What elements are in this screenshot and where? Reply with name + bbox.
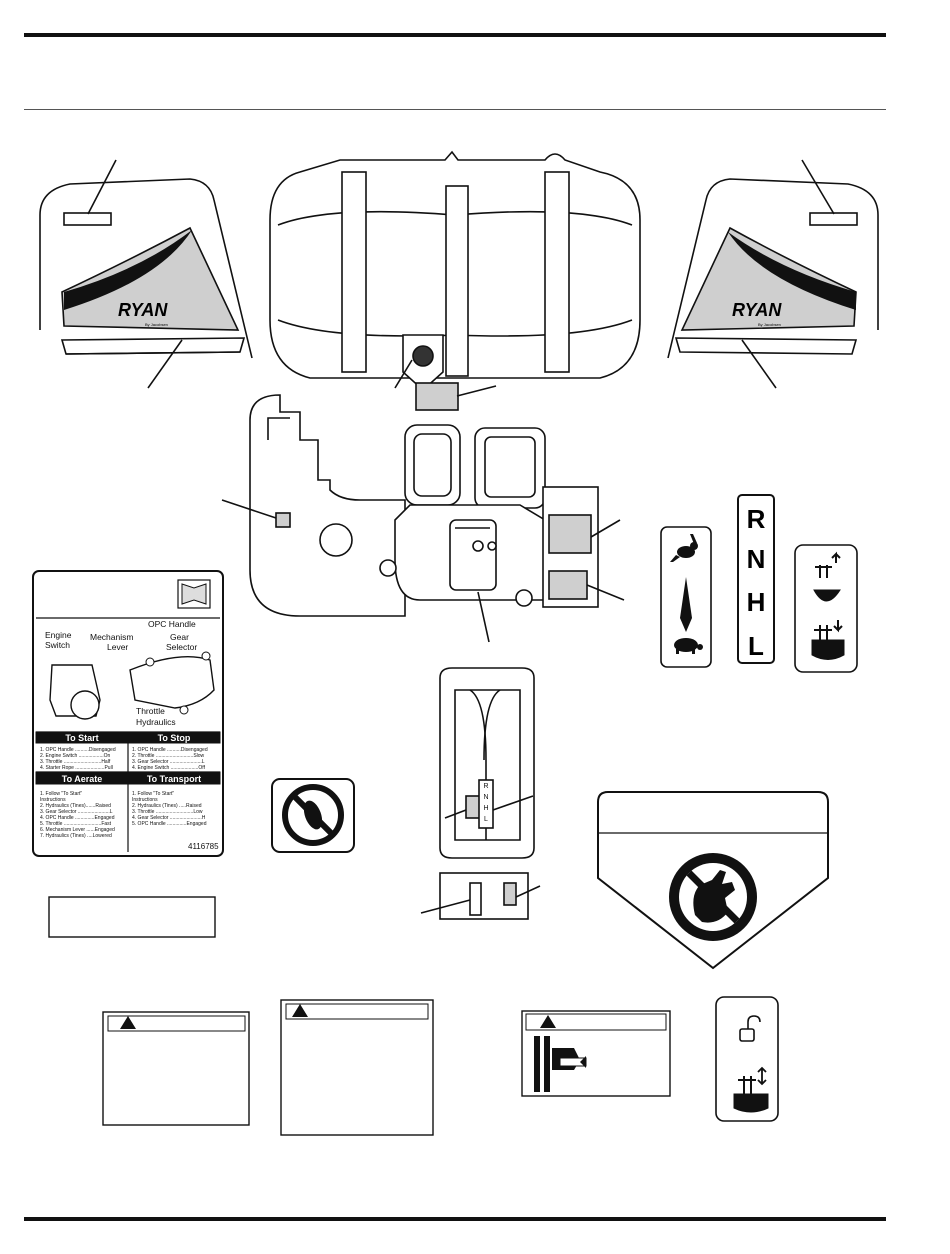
to-start-row: 1. OPC Handle ..........Disengaged bbox=[40, 747, 116, 753]
shifter-letter-n: N bbox=[483, 794, 488, 801]
right-shroud-label-slot bbox=[809, 212, 858, 226]
engine-decal-slot-2 bbox=[548, 570, 588, 600]
shifter-letter-h: H bbox=[483, 805, 488, 812]
fuel-tank bbox=[269, 150, 641, 411]
warning-triangle-icon bbox=[540, 1015, 556, 1028]
bottom-rule bbox=[24, 1217, 886, 1221]
to-stop-row: 2. Throttle ...........................S… bbox=[132, 753, 205, 759]
no-hand-decal bbox=[597, 791, 829, 970]
to-transport-row: 2. Hydraulics (Tines) .....Raised bbox=[132, 803, 202, 809]
leader-line bbox=[801, 159, 835, 215]
to-stop-row: 4. Engine Switch ....................Off bbox=[132, 765, 206, 771]
warning-decal-3 bbox=[521, 1010, 671, 1097]
callout-mechanism-1: Mechanism bbox=[90, 632, 133, 642]
instruction-callouts: OPC Handle Engine Switch Mechanism Lever… bbox=[45, 619, 197, 727]
to-transport-row: 3. Throttle ...........................L… bbox=[132, 809, 203, 815]
to-aerate-row: 2. Hydraulics (Tines).......Raised bbox=[40, 803, 111, 809]
lock-lift-decal bbox=[715, 996, 779, 1122]
right-shroud-logo-sub: By Jacobsen bbox=[758, 322, 781, 327]
leader-line bbox=[741, 339, 777, 389]
tines-decal bbox=[794, 544, 858, 673]
shifter-letter-l: L bbox=[484, 816, 488, 823]
gear-letter-l: L bbox=[748, 631, 764, 661]
fuel-tank-decal-slot bbox=[415, 382, 459, 411]
right-shroud-logo: RYAN bbox=[732, 300, 782, 320]
to-transport-row: Instructions bbox=[132, 797, 158, 803]
turtle-icon bbox=[674, 638, 703, 654]
instruction-decal bbox=[32, 570, 224, 857]
to-transport-row: 4. Gear Selector .......................… bbox=[132, 815, 206, 821]
callout-engine-1: Engine bbox=[45, 630, 72, 640]
to-start-row: 4. Starter Rope .....................Pul… bbox=[40, 765, 113, 771]
rabbit-icon bbox=[670, 534, 698, 562]
to-transport-title: To Transport bbox=[147, 774, 201, 784]
frame-decal-slot bbox=[275, 512, 291, 528]
to-stop-title: To Stop bbox=[158, 733, 191, 743]
header-rule bbox=[24, 109, 886, 110]
to-aerate-row: 1. Follow "To Start" bbox=[40, 791, 82, 797]
to-transport-row: 1. Follow "To Start" bbox=[132, 791, 174, 797]
to-start-row: 2. Engine Switch ..................On bbox=[40, 753, 111, 759]
no-hand-icon bbox=[669, 853, 757, 941]
tines-raise-icon bbox=[813, 551, 841, 602]
tines-lower-icon bbox=[811, 620, 845, 660]
warning-triangle-icon bbox=[120, 1016, 136, 1029]
instruction-rows: 1. OPC Handle ..........Disengaged 2. En… bbox=[40, 747, 208, 839]
to-aerate-row: 3. Gear Selector .......................… bbox=[40, 809, 113, 815]
callout-gear-1: Gear bbox=[170, 632, 189, 642]
warning-decal-2 bbox=[280, 999, 434, 1136]
gear-decal: R N H L bbox=[737, 494, 775, 664]
instruction-section-titles: To Start To Stop To Aerate To Transport bbox=[62, 733, 201, 784]
callout-engine-2: Switch bbox=[45, 640, 70, 650]
to-aerate-row: 6. Mechanism Lever ......Engaged bbox=[40, 827, 115, 833]
speed-decal bbox=[660, 526, 712, 668]
left-shroud-label-slot bbox=[63, 212, 112, 226]
right-shroud bbox=[667, 159, 879, 389]
top-rule bbox=[24, 33, 886, 37]
callout-opc-handle: OPC Handle bbox=[148, 619, 196, 629]
to-aerate-row: 7. Hydraulics (Tines) ....Lowered bbox=[40, 833, 112, 839]
speed-wedge bbox=[680, 577, 692, 632]
shifter-console bbox=[420, 667, 541, 920]
left-shroud bbox=[39, 159, 253, 389]
warning-triangle-icon bbox=[292, 1004, 308, 1017]
to-stop-row: 1. OPC Handle ..........Disengaged bbox=[132, 747, 208, 753]
to-transport-row: 5. OPC Handle ..............Engaged bbox=[132, 821, 207, 827]
to-aerate-row: 4. OPC Handle ..............Engaged bbox=[40, 815, 115, 821]
left-shroud-logo-sub: By Jacobsen bbox=[145, 322, 168, 327]
padlock-icon bbox=[739, 1015, 761, 1042]
warning-decal-1 bbox=[102, 1011, 250, 1126]
to-aerate-row: 5. Throttle ...........................F… bbox=[40, 821, 112, 827]
callout-mechanism-2: Lever bbox=[107, 642, 128, 652]
left-shroud-logo: RYAN bbox=[118, 300, 168, 320]
leader-line bbox=[87, 159, 117, 215]
engine-decal-slot-1 bbox=[548, 514, 592, 554]
callout-throttle: Throttle bbox=[136, 706, 165, 716]
gear-letter-r: R bbox=[747, 504, 766, 534]
to-start-title: To Start bbox=[65, 733, 98, 743]
leader-line bbox=[147, 339, 183, 389]
tines-raise-lower-icon bbox=[733, 1066, 769, 1113]
gear-letter-h: H bbox=[747, 587, 766, 617]
no-step-icon bbox=[271, 778, 355, 853]
to-start-row: 3. Throttle ...........................H… bbox=[40, 759, 111, 765]
instruction-part-number: 4116785 bbox=[188, 842, 219, 851]
engine-assembly bbox=[221, 394, 625, 643]
to-aerate-title: To Aerate bbox=[62, 774, 103, 784]
hand-crush-icon bbox=[534, 1036, 587, 1092]
gear-letter-n: N bbox=[747, 544, 766, 574]
shifter-letter-r: R bbox=[483, 783, 488, 790]
to-stop-row: 3. Gear Selector .......................… bbox=[132, 759, 205, 765]
callout-hydraulics: Hydraulics bbox=[136, 717, 176, 727]
blank-label bbox=[48, 896, 216, 938]
to-aerate-row: Instructions bbox=[40, 797, 66, 803]
callout-gear-2: Selector bbox=[166, 642, 197, 652]
